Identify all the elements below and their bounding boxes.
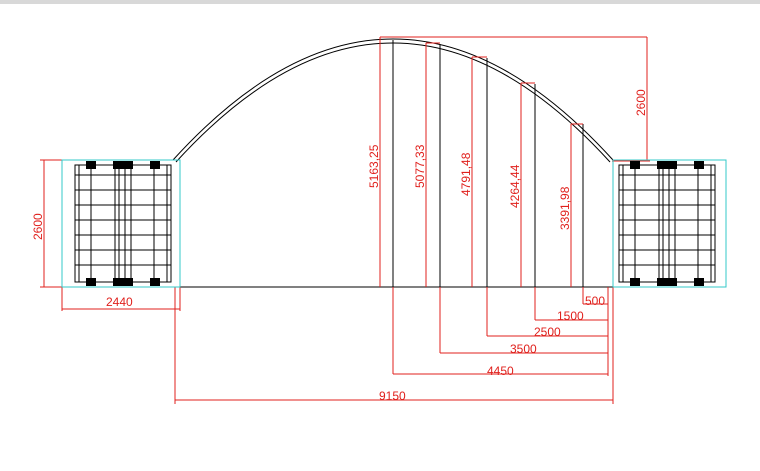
- height-label-1: 5163,25: [367, 144, 381, 188]
- arch-rise-label: 2600: [634, 89, 648, 116]
- right-container: [612, 159, 727, 288]
- left-container: [61, 159, 181, 288]
- height-extension-lines: [379, 36, 583, 287]
- arch-outer: [172, 38, 614, 161]
- height-label-3: 4791,48: [459, 152, 473, 196]
- span-label: 9150: [379, 389, 406, 403]
- container-width-label: 2440: [106, 295, 133, 309]
- container-width-dimension: [61, 287, 181, 311]
- arch-rise-dimension: [395, 36, 650, 162]
- offset-label-1: 500: [585, 294, 605, 308]
- offset-label-2: 1500: [557, 309, 584, 323]
- container-height-dimension: [40, 159, 62, 288]
- internal-verticals: [392, 40, 584, 287]
- offset-dimension-lines: [392, 287, 609, 376]
- container-height-label: 2600: [31, 213, 45, 240]
- span-dimension: [174, 287, 614, 404]
- offset-label-4: 3500: [510, 342, 537, 356]
- height-label-2: 5077,33: [413, 144, 427, 188]
- offset-label-5: 4450: [487, 364, 514, 378]
- height-label-4: 4264,44: [508, 164, 522, 208]
- height-label-5: 3391,98: [558, 186, 572, 230]
- offset-label-3: 2500: [534, 325, 561, 339]
- top-border: [0, 0, 760, 4]
